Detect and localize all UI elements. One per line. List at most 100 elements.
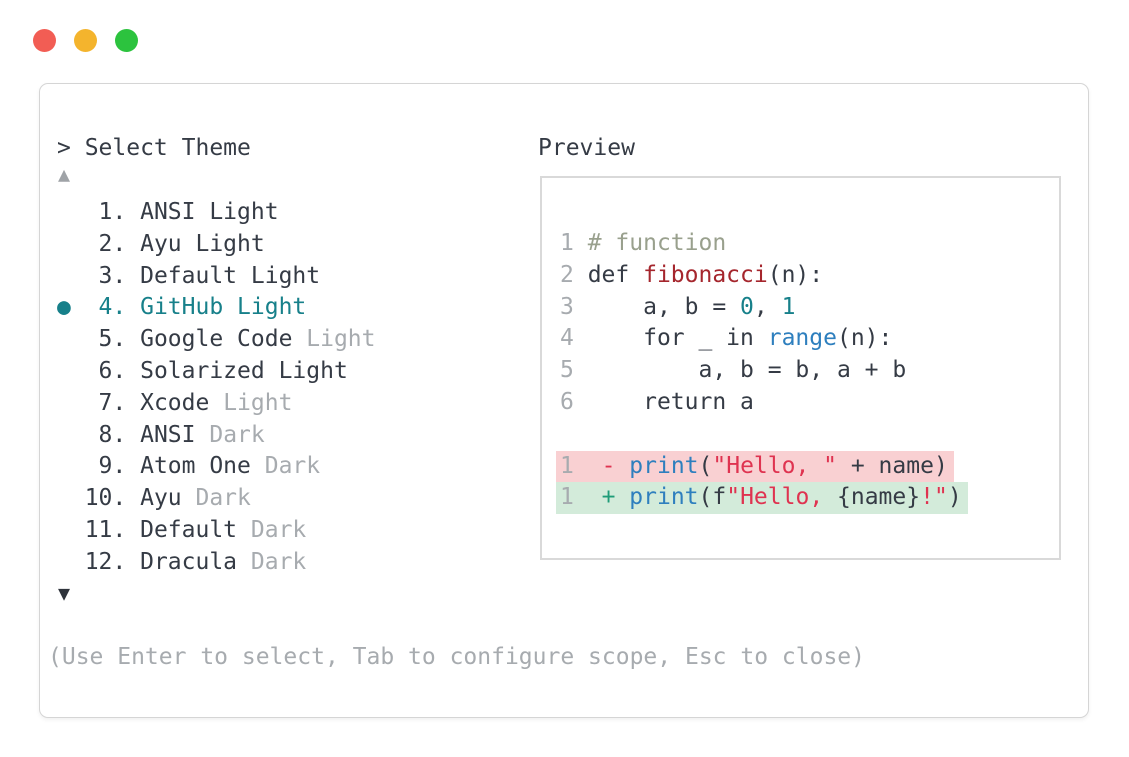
theme-variant-label: Dark <box>195 485 251 512</box>
line-number: 1 <box>560 452 574 479</box>
code-token: ) <box>947 484 962 511</box>
code-token: a, b = <box>587 293 741 320</box>
close-button-icon[interactable] <box>33 29 56 52</box>
line-number: 2 <box>560 261 574 288</box>
code-token: 0 <box>740 293 754 320</box>
theme-number: 10. <box>84 485 141 512</box>
theme-number: 11. <box>84 516 141 543</box>
theme-name: Ayu <box>140 485 196 512</box>
theme-name: Dracula <box>140 548 251 575</box>
scroll-down-icon[interactable]: ▼ <box>58 581 71 605</box>
theme-number: 5. <box>84 326 141 353</box>
code-token: ( <box>698 452 713 479</box>
code-token: def <box>587 261 644 288</box>
code-line: 1 + print(f"Hello, {name}!") <box>556 482 968 515</box>
theme-list-item[interactable]: 3. Default Light <box>57 261 376 293</box>
theme-list-item[interactable]: 10. Ayu Dark <box>57 483 376 515</box>
selected-bullet-icon <box>57 549 85 575</box>
code-line: 3 a, b = 0, 1 <box>560 292 968 324</box>
theme-name: Atom One <box>140 453 265 480</box>
selected-bullet-icon <box>57 199 85 225</box>
code-token: , <box>753 293 782 320</box>
theme-variant-label: Dark <box>250 516 307 543</box>
code-token: "Hello, " <box>712 452 838 479</box>
line-number: 6 <box>560 388 574 415</box>
theme-name: Solarized Light <box>140 357 348 384</box>
selected-bullet-icon: ● <box>57 294 85 321</box>
code-token: {name} <box>837 484 921 511</box>
theme-list-item[interactable]: 2. Ayu Light <box>57 229 376 261</box>
theme-name: Ayu Light <box>140 230 265 257</box>
code-token: fibonacci <box>643 261 768 288</box>
theme-list-item[interactable]: 1. ANSI Light <box>57 197 376 229</box>
selected-bullet-icon <box>57 231 85 257</box>
code-token: print <box>629 452 699 479</box>
theme-list-item[interactable]: ● 4. GitHub Light <box>57 292 376 324</box>
code-line: 2 def fibonacci(n): <box>560 260 968 292</box>
theme-number: 2. <box>84 230 141 257</box>
theme-variant-label: Dark <box>264 453 321 480</box>
line-number: 1 <box>560 484 574 511</box>
line-number: 5 <box>560 357 574 384</box>
code-token <box>615 484 629 510</box>
minimize-button-icon[interactable] <box>74 29 97 52</box>
theme-number: 3. <box>84 262 141 289</box>
code-token: (n): <box>836 325 893 352</box>
theme-list-item[interactable]: 8. ANSI Dark <box>57 420 376 452</box>
maximize-button-icon[interactable] <box>115 29 138 52</box>
code-token: return a <box>587 388 754 415</box>
code-token <box>588 484 602 510</box>
theme-list-item[interactable]: 5. Google Code Light <box>57 324 376 356</box>
code-token: range <box>767 325 837 352</box>
theme-list: 1. ANSI Light 2. Ayu Light 3. Default Li… <box>57 197 376 579</box>
theme-name: ANSI <box>140 421 210 448</box>
code-token: (n): <box>767 261 824 288</box>
line-number: 3 <box>560 293 574 320</box>
code-line: 5 a, b = b, a + b <box>560 355 968 387</box>
selected-bullet-icon <box>57 453 85 479</box>
theme-list-item[interactable]: 6. Solarized Light <box>57 356 376 388</box>
theme-name: Xcode <box>140 389 224 416</box>
preview-label: Preview <box>538 135 635 161</box>
theme-number: 6. <box>84 357 141 384</box>
selected-bullet-icon <box>57 390 85 416</box>
code-token: "Hello, <box>726 484 838 511</box>
theme-list-item[interactable]: 7. Xcode Light <box>57 388 376 420</box>
selected-bullet-icon <box>57 422 85 448</box>
code-token: a, b = b, a + b <box>587 357 907 384</box>
line-number: 4 <box>560 325 574 352</box>
code-token <box>588 453 602 479</box>
help-text: (Use Enter to select, Tab to configure s… <box>48 644 865 670</box>
code-token: print <box>629 484 699 511</box>
code-token: 1 <box>781 293 796 320</box>
code-token: !" <box>920 484 948 511</box>
line-number: 1 <box>560 230 574 256</box>
code-line: 1 - print("Hello, " + name) <box>556 450 968 483</box>
theme-list-item[interactable]: 9. Atom One Dark <box>57 451 376 483</box>
code-token: + <box>601 484 616 511</box>
theme-number: 12. <box>84 548 141 575</box>
theme-variant-label: Light <box>306 326 376 353</box>
theme-variant-label: Light <box>223 389 293 416</box>
selected-bullet-icon <box>57 263 85 289</box>
code-token: - <box>601 452 616 479</box>
window-controls <box>33 29 138 52</box>
selected-bullet-icon <box>57 485 85 511</box>
code-line: 6 return a <box>560 387 968 419</box>
scroll-up-icon[interactable]: ▲ <box>58 162 71 186</box>
code-line: 4 for _ in range(n): <box>560 323 968 355</box>
theme-list-item[interactable]: 12. Dracula Dark <box>57 547 376 579</box>
theme-number: 9. <box>84 453 141 480</box>
code-line: 1 # function <box>560 228 968 260</box>
theme-variant-label: Dark <box>209 421 265 448</box>
selected-bullet-icon <box>57 358 85 384</box>
theme-name: ANSI Light <box>140 199 279 225</box>
theme-name: Default <box>140 516 251 543</box>
code-line <box>560 419 968 451</box>
theme-list-item[interactable]: 11. Default Dark <box>57 515 376 547</box>
theme-name: GitHub Light <box>140 294 307 321</box>
theme-name: Google Code <box>140 326 307 353</box>
code-token: for _ in <box>587 325 768 352</box>
theme-number: 4. <box>84 294 141 321</box>
